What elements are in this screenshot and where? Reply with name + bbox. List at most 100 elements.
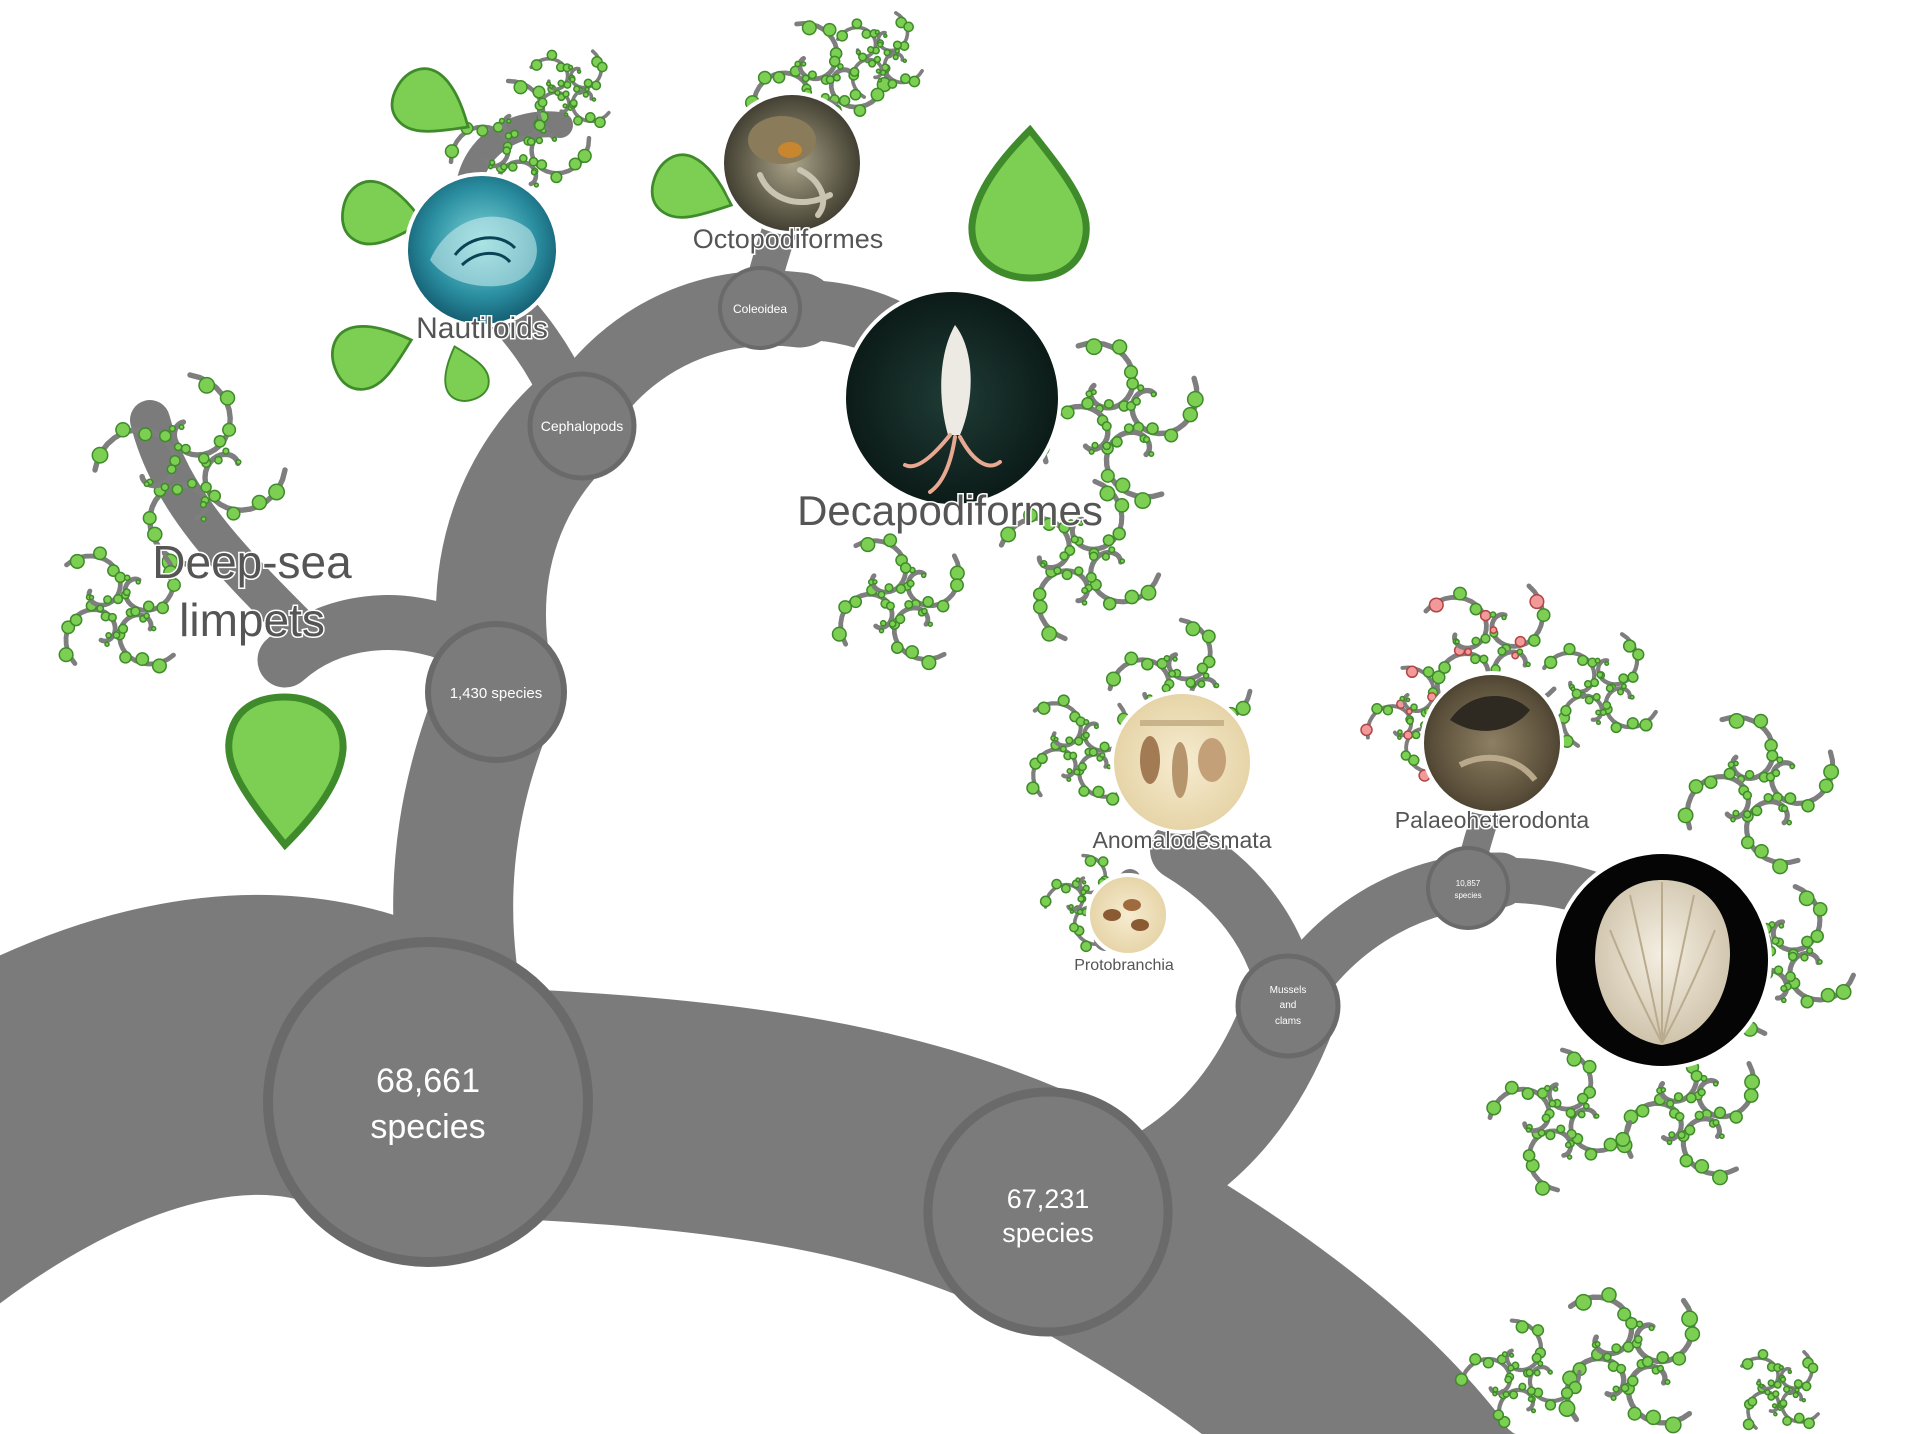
leaf-icon[interactable] (1464, 647, 1473, 656)
leaf-icon[interactable] (1482, 1357, 1495, 1369)
leaf-icon[interactable] (119, 650, 132, 664)
leaf-icon[interactable] (1544, 655, 1558, 670)
leaf-icon[interactable] (1800, 994, 1814, 1009)
leaf-icon[interactable] (1148, 450, 1155, 458)
node-cephalopods[interactable]: Cephalopods (527, 371, 637, 481)
leaf-icon[interactable] (1137, 384, 1145, 392)
taxon-label-anomalodesmata[interactable]: Anomalodesmata (1091, 826, 1273, 855)
leaf-icon[interactable] (1479, 654, 1489, 664)
leaf-icon[interactable] (533, 119, 546, 132)
leaf-icon[interactable] (1074, 566, 1084, 576)
leaf-icon[interactable] (1803, 1417, 1815, 1430)
leaf-icon[interactable] (1123, 423, 1134, 434)
leaf-icon[interactable] (1114, 498, 1130, 513)
leaf-icon[interactable] (861, 29, 872, 39)
leaf-icon[interactable] (1602, 1352, 1612, 1362)
leaf-icon[interactable] (874, 29, 880, 35)
taxon-photo[interactable] (1110, 690, 1254, 834)
leaf-icon[interactable] (1509, 1352, 1515, 1358)
leaf-icon[interactable] (1660, 1087, 1667, 1093)
leaf-icon[interactable] (1806, 947, 1814, 955)
leaf-icon[interactable] (1812, 901, 1828, 917)
leaf-icon[interactable] (1479, 609, 1492, 622)
leaf-icon[interactable] (150, 625, 157, 632)
taxon-label-protobranchia[interactable]: Protobranchia (1073, 956, 1176, 976)
leaf-icon[interactable] (1582, 1102, 1590, 1110)
leaf-icon[interactable] (151, 658, 167, 674)
leaf-icon[interactable] (1566, 1051, 1582, 1067)
leaf-icon[interactable] (1664, 1378, 1671, 1386)
leaf-icon[interactable] (1759, 1383, 1764, 1389)
leaf-icon[interactable] (563, 80, 572, 89)
leaf-icon[interactable] (1773, 1411, 1778, 1417)
leaf-icon[interactable] (883, 48, 891, 57)
leaf-icon[interactable] (117, 623, 129, 634)
leaf-icon[interactable] (1084, 855, 1097, 867)
leaf-icon[interactable] (921, 655, 937, 671)
leaf-icon[interactable] (1677, 1130, 1686, 1140)
leaf-icon[interactable] (1780, 984, 1788, 993)
leaf-icon[interactable] (1428, 597, 1444, 613)
leaf-icon[interactable] (583, 78, 593, 88)
leaf-icon[interactable] (1627, 1406, 1642, 1421)
leaf-icon[interactable] (569, 99, 578, 108)
leaf-icon[interactable] (142, 600, 155, 613)
leaf-icon[interactable] (1185, 621, 1201, 637)
leaf-icon[interactable] (1400, 750, 1412, 761)
leaf-icon[interactable] (573, 85, 581, 93)
leaf-icon[interactable] (537, 97, 548, 108)
leaf-icon[interactable] (96, 604, 105, 613)
leaf-icon[interactable] (1514, 635, 1527, 648)
leaf-icon[interactable] (1099, 741, 1110, 752)
leaf-icon[interactable] (892, 53, 899, 61)
leaf-icon[interactable] (1066, 768, 1073, 775)
leaf-icon[interactable] (1399, 695, 1406, 702)
leaf-icon[interactable] (513, 80, 528, 95)
leaf-icon[interactable] (1403, 730, 1413, 740)
leaf-icon[interactable] (143, 612, 150, 620)
leaf-icon[interactable] (1787, 1369, 1793, 1375)
leaf-icon[interactable] (1818, 778, 1834, 794)
leaf-icon[interactable] (548, 84, 554, 89)
leaf-icon[interactable] (1801, 1381, 1812, 1392)
leaf-icon[interactable] (1535, 1180, 1551, 1196)
leaf-icon[interactable] (532, 85, 546, 99)
leaf-icon[interactable] (1164, 428, 1179, 443)
leaf-icon[interactable] (1141, 657, 1154, 671)
leaf-icon[interactable] (1563, 642, 1576, 656)
leaf-icon[interactable] (171, 483, 184, 496)
leaf-icon[interactable] (1596, 671, 1604, 679)
leaf-icon[interactable] (836, 29, 849, 42)
leaf-icon[interactable] (822, 22, 837, 37)
leaf-icon[interactable] (584, 112, 596, 123)
leaf-icon[interactable] (921, 607, 928, 615)
leaf-icon[interactable] (1060, 883, 1071, 894)
leaf-icon[interactable] (1645, 1409, 1662, 1426)
leaf-icon[interactable] (1371, 703, 1383, 715)
leaf-icon[interactable] (1547, 1369, 1553, 1375)
leaf-icon[interactable] (1489, 611, 1497, 618)
leaf-icon[interactable] (1677, 807, 1694, 824)
leaf-icon[interactable] (545, 81, 552, 87)
leaf-icon[interactable] (1529, 594, 1545, 610)
leaf-icon[interactable] (1773, 965, 1784, 975)
leaf-icon[interactable] (1102, 441, 1112, 451)
taxon-photo[interactable] (1420, 671, 1564, 815)
leaf-icon[interactable] (1161, 683, 1171, 693)
leaf-icon[interactable] (1672, 1351, 1687, 1366)
leaf-icon[interactable] (1537, 1360, 1544, 1367)
leaf-icon[interactable] (1202, 672, 1210, 680)
leaf-icon[interactable] (879, 619, 887, 627)
leaf-icon[interactable] (500, 163, 508, 171)
leaf-icon[interactable] (1571, 688, 1582, 699)
leaf-icon[interactable] (1780, 997, 1787, 1004)
leaf-icon[interactable] (1102, 596, 1117, 611)
leaf-icon[interactable] (338, 177, 429, 253)
leaf-icon[interactable] (198, 376, 216, 394)
leaf-icon[interactable] (1556, 1124, 1566, 1134)
leaf-icon[interactable] (1633, 1334, 1643, 1344)
leaf-icon[interactable] (1453, 586, 1467, 601)
leaf-icon[interactable] (563, 112, 569, 117)
leaf-icon[interactable] (1632, 648, 1645, 661)
leaf-icon[interactable] (1480, 633, 1491, 644)
